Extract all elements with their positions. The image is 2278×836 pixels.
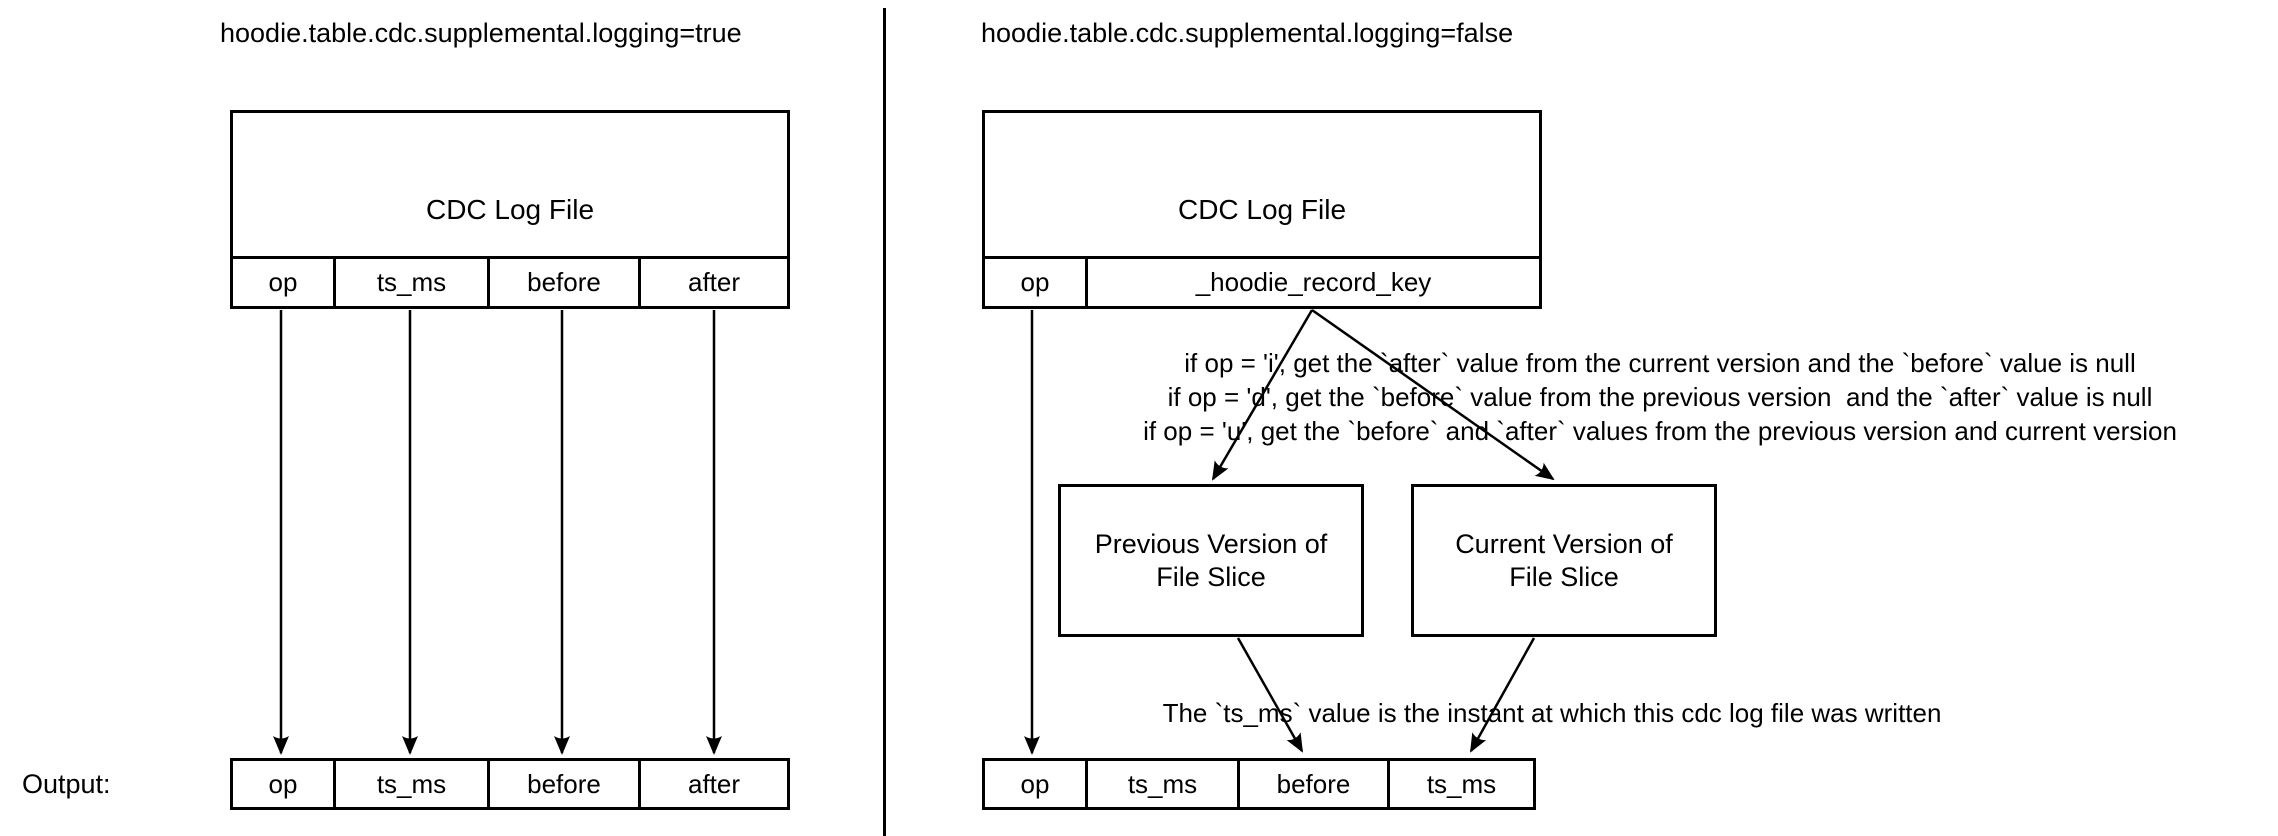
left-log-col-before: before <box>487 259 638 306</box>
right-output-table: op ts_ms before ts_ms <box>982 758 1536 810</box>
left-output-cell-ts-ms: ts_ms <box>333 761 487 807</box>
left-output-cell-after: after <box>638 761 787 807</box>
left-output-cell-op: op <box>268 768 298 799</box>
left-log-col-op: op <box>268 267 298 297</box>
right-output-cell-ts-ms: ts_ms <box>1085 761 1237 807</box>
previous-version-box: Previous Version of File Slice <box>1058 484 1364 637</box>
right-output-cell-ts-ms-2: ts_ms <box>1387 761 1533 807</box>
arrow-previous-version-to-output-before <box>1236 637 1304 753</box>
current-version-box: Current Version of File Slice <box>1411 484 1717 637</box>
left-output-cell-before: before <box>487 761 638 807</box>
right-log-col-op: op <box>1020 267 1050 297</box>
op-rule-update: if op = 'u', get the `before` and `after… <box>1143 416 2177 446</box>
previous-version-line1: Previous Version of <box>1094 528 1328 559</box>
left-log-columns-row: op ts_ms before after <box>233 256 787 306</box>
left-log-col-after: after <box>638 259 787 306</box>
arrow-current-version-to-output-tsms <box>1469 637 1536 753</box>
right-output-cell-before: before <box>1237 761 1387 807</box>
op-rule-delete: if op = 'd', get the `before` value from… <box>1167 382 2153 412</box>
right-panel-title: hoodie.table.cdc.supplemental.logging=fa… <box>981 18 1514 48</box>
previous-version-line2: File Slice <box>1156 561 1266 592</box>
current-version-line2: File Slice <box>1509 561 1619 592</box>
left-cdc-log-file-box: CDC Log File op ts_ms before after <box>230 110 790 309</box>
panel-divider-line <box>883 8 886 836</box>
left-cdc-log-file-label: CDC Log File <box>425 193 595 225</box>
ts-ms-note: The `ts_ms` value is the instant at whic… <box>1162 698 1942 728</box>
right-cdc-log-file-label: CDC Log File <box>1177 193 1347 225</box>
right-cdc-log-file-box: CDC Log File op _hoodie_record_key <box>982 110 1542 309</box>
output-label: Output: <box>22 769 111 799</box>
left-log-col-ts-ms: ts_ms <box>333 259 487 306</box>
left-panel-title: hoodie.table.cdc.supplemental.logging=tr… <box>220 18 742 48</box>
right-log-columns-row: op _hoodie_record_key <box>985 256 1539 306</box>
op-rule-insert: if op = 'i', get the `after` value from … <box>1184 348 2136 378</box>
right-output-cell-op: op <box>1020 768 1050 799</box>
op-rules-text: if op = 'i', get the `after` value from … <box>1040 346 2278 448</box>
left-output-table: op ts_ms before after <box>230 758 790 810</box>
current-version-line1: Current Version of <box>1455 528 1673 559</box>
right-log-col-record-key: _hoodie_record_key <box>1085 259 1539 306</box>
